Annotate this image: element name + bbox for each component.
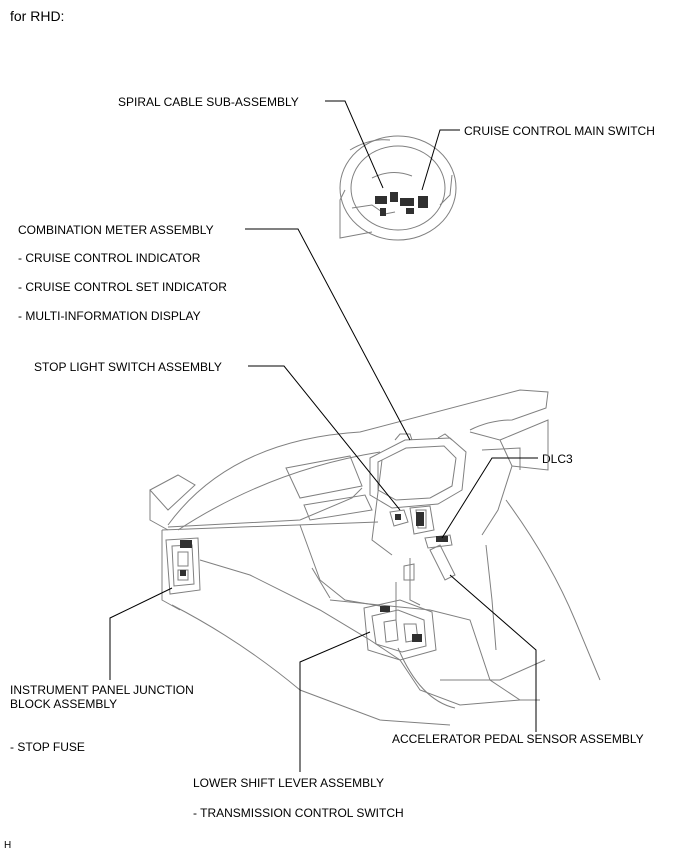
leader-accelerator-pedal bbox=[449, 574, 537, 732]
label-transmission-switch: - TRANSMISSION CONTROL SWITCH bbox=[193, 806, 404, 820]
shift-lever-assembly bbox=[363, 563, 437, 661]
label-combination-meter: COMBINATION METER ASSEMBLY bbox=[18, 223, 214, 237]
leader-combination-meter bbox=[245, 228, 411, 441]
label-stop-fuse: - STOP FUSE bbox=[10, 740, 85, 754]
label-cruise-main-switch: CRUISE CONTROL MAIN SWITCH bbox=[464, 124, 655, 138]
leader-junction-block bbox=[109, 587, 173, 680]
label-junction-block-line2: BLOCK ASSEMBLY bbox=[10, 697, 118, 711]
leader-lower-shift-lever bbox=[299, 631, 371, 772]
dashboard bbox=[149, 389, 601, 726]
label-lower-shift-lever: LOWER SHIFT LEVER ASSEMBLY bbox=[193, 776, 384, 790]
leader-spiral-cable bbox=[325, 100, 384, 189]
figure-mark: H bbox=[4, 840, 12, 851]
label-cruise-indicator: - CRUISE CONTROL INDICATOR bbox=[18, 251, 201, 265]
label-multi-info-display: - MULTI-INFORMATION DISPLAY bbox=[18, 309, 201, 323]
label-cruise-set-indicator: - CRUISE CONTROL SET INDICATOR bbox=[18, 280, 227, 294]
leader-cruise-main-switch bbox=[421, 129, 460, 191]
combination-meter bbox=[369, 433, 467, 509]
leader-stop-light-switch bbox=[248, 365, 401, 511]
label-dlc3: DLC3 bbox=[542, 452, 573, 466]
page-title: for RHD: bbox=[10, 8, 65, 24]
label-spiral-cable: SPIRAL CABLE SUB-ASSEMBLY bbox=[118, 95, 299, 109]
label-junction-block-line1: INSTRUMENT PANEL JUNCTION bbox=[10, 683, 194, 697]
label-accelerator-pedal: ACCELERATOR PEDAL SENSOR ASSEMBLY bbox=[392, 732, 644, 746]
steering-wheel bbox=[339, 135, 457, 241]
leader-dlc3 bbox=[441, 457, 538, 539]
label-stop-light-switch: STOP LIGHT SWITCH ASSEMBLY bbox=[34, 360, 222, 374]
